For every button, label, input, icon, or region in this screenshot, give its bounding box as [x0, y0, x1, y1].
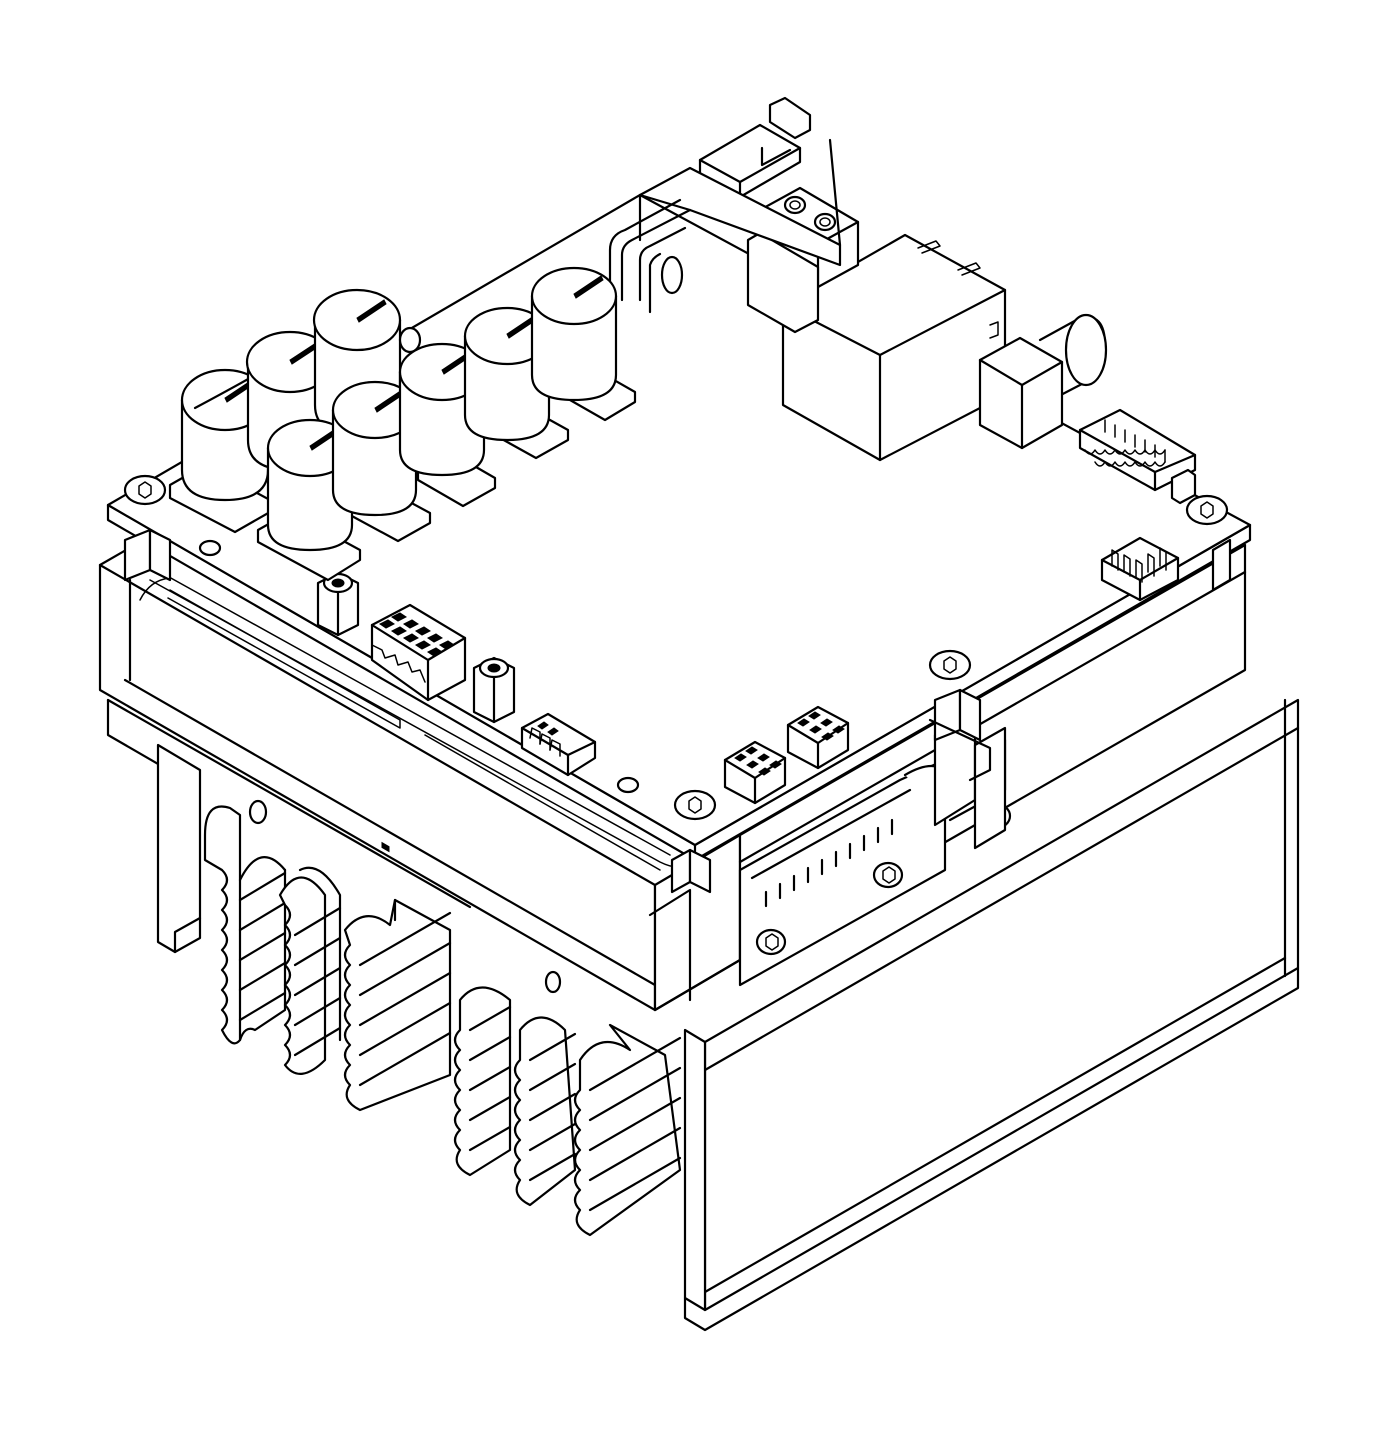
- capacitor-c8: [530, 266, 618, 402]
- plate-screw-left: [755, 928, 787, 956]
- edge-connector-pins: [764, 818, 894, 908]
- capacitor-c6: [398, 342, 486, 477]
- plate-screw-right: [872, 861, 904, 889]
- electrolytic-capacitors: [168, 266, 637, 582]
- capacitor-c1: [180, 368, 270, 502]
- board-screws: [123, 474, 1229, 821]
- hex-standoff-1: [316, 571, 360, 637]
- mounting-hole: [248, 799, 268, 825]
- heatsink-fins: [203, 805, 682, 1237]
- top-latch-connector: [638, 96, 842, 267]
- connector-4pin: [520, 712, 597, 777]
- standoffs: [123, 528, 1232, 894]
- heat-sink: [106, 698, 1300, 1332]
- hex-standoff-2: [472, 656, 516, 724]
- cylindrical-component: [978, 313, 1108, 450]
- capacitor-c5: [331, 380, 419, 517]
- capacitor-c7: [463, 306, 551, 442]
- pin-header-2x3-a: [723, 740, 787, 805]
- pin-header-2x3-b: [786, 705, 850, 770]
- dip-connector: [1078, 408, 1197, 505]
- pin-header-2x6: [370, 603, 467, 853]
- component-leads: [608, 198, 692, 314]
- connector-6pin: [1100, 536, 1180, 602]
- side-connector-plate: [738, 710, 1012, 987]
- capacitor-c4: [266, 418, 354, 552]
